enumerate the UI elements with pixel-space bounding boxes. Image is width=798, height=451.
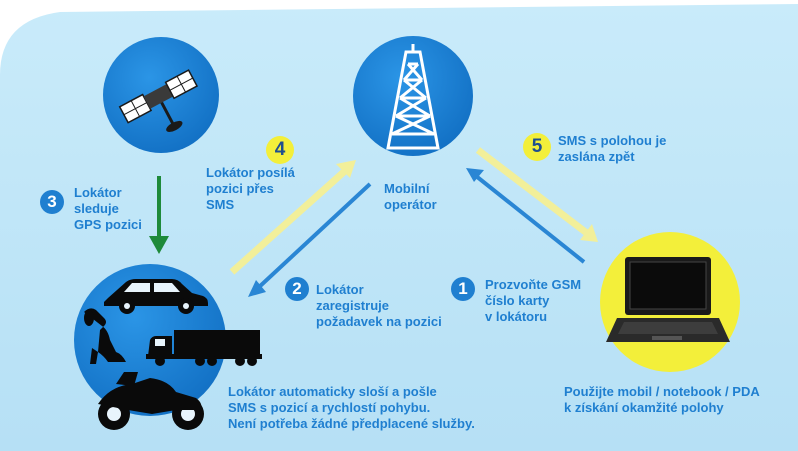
step-1-text: Prozvoňte GSM číslo karty v lokátoru bbox=[485, 277, 582, 324]
laptop-icon bbox=[606, 257, 730, 342]
operator-label: Mobilní operátor bbox=[384, 181, 437, 212]
arrow-step3-green bbox=[149, 176, 169, 254]
arrow-step4-yellow bbox=[229, 160, 356, 275]
step-5-text: SMS s polohou je zaslána zpět bbox=[558, 133, 667, 164]
operator-node bbox=[353, 36, 473, 156]
truck-icon bbox=[146, 330, 262, 366]
device-note: Použijte mobil / notebook / PDA k získán… bbox=[564, 384, 760, 415]
device-node bbox=[600, 232, 740, 372]
step-2-text: Lokátor zaregistruje požadavek na pozici bbox=[316, 282, 442, 329]
step-2-badge: 2 bbox=[285, 277, 309, 301]
locator-node bbox=[74, 264, 262, 430]
dog-icon bbox=[84, 308, 126, 364]
step-3-text: Lokátor sleduje GPS pozici bbox=[74, 185, 142, 232]
step-5-badge: 5 bbox=[523, 133, 551, 161]
motorcycle-icon bbox=[98, 372, 204, 430]
locator-note: Lokátor automaticky sloší a pošle SMS s … bbox=[228, 384, 475, 431]
arrow-step5-yellow bbox=[475, 147, 598, 242]
step-1-badge: 1 bbox=[451, 277, 475, 301]
arrow-step2-blue bbox=[248, 182, 372, 297]
car-icon bbox=[104, 279, 208, 314]
satellite-icon bbox=[118, 69, 199, 132]
step-4-badge: 4 bbox=[266, 136, 294, 164]
step-3-badge: 3 bbox=[40, 190, 64, 214]
satellite-node bbox=[103, 37, 219, 153]
tower-icon bbox=[386, 44, 440, 150]
step-4-text: Lokátor posílá pozici přes SMS bbox=[206, 165, 295, 212]
arrow-step1-blue bbox=[466, 168, 586, 264]
